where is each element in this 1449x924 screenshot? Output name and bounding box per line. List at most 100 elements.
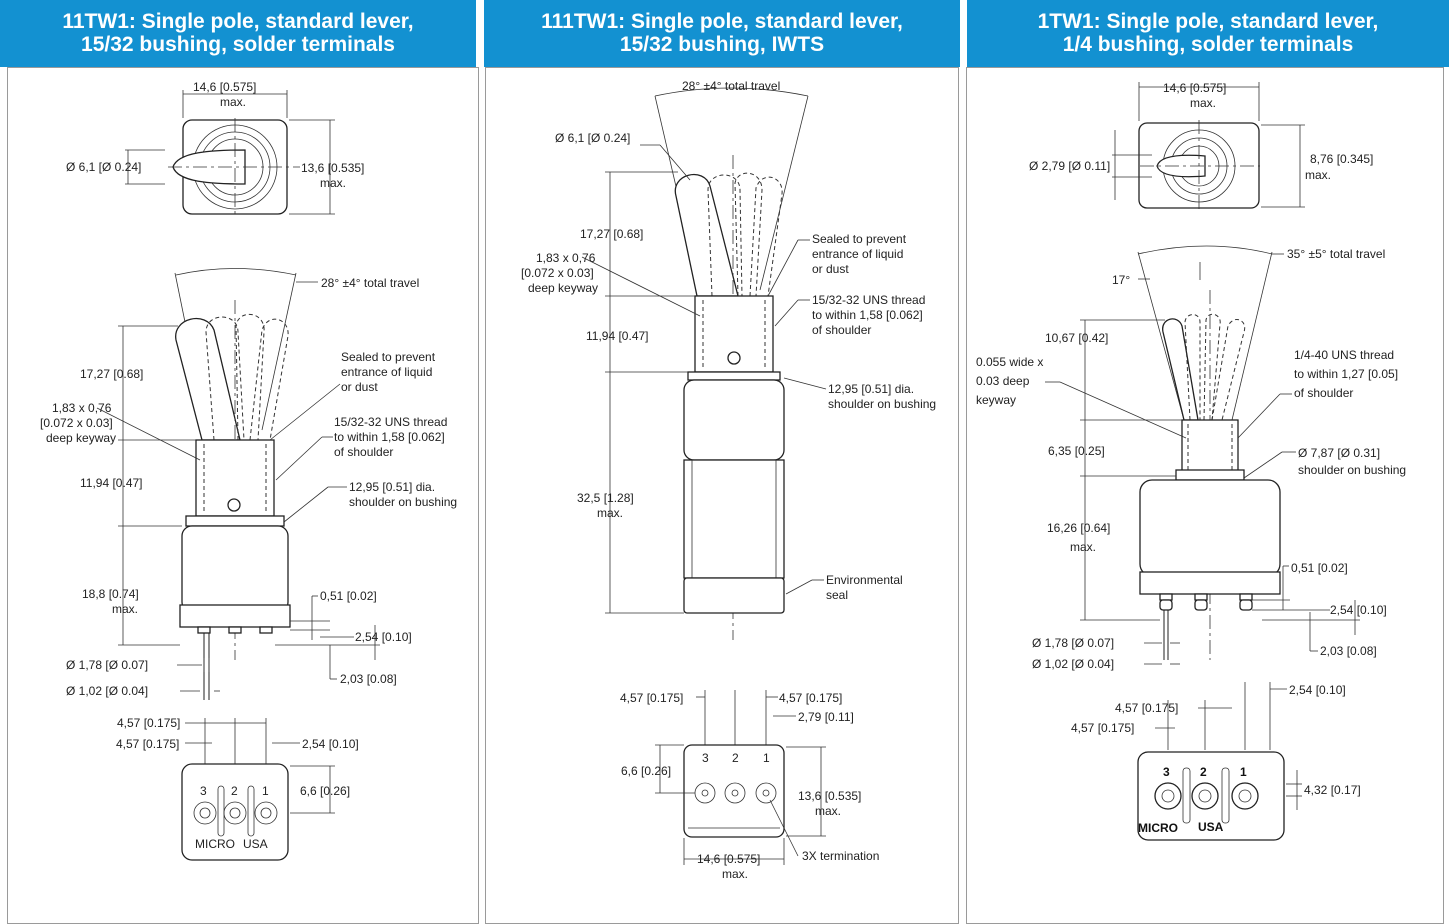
p3-shoulder1: Ø 7,87 [Ø 0.31] (1298, 446, 1380, 460)
p2-thread3: of shoulder (812, 323, 871, 337)
panel-1-header: 11TW1: Single pole, standard lever, 15/3… (0, 0, 476, 67)
p3-d051: 0,51 [0.02] (1291, 561, 1348, 575)
p1-term-h: 6,6 [0.26] (300, 784, 350, 798)
p2-keyway3: deep keyway (528, 281, 598, 295)
p2-body-h: 32,5 [1.28] (577, 491, 634, 505)
p2-term-b: 4,57 [0.175] (779, 691, 842, 705)
p2-lever-len: 17,27 [0.68] (580, 227, 643, 241)
p1-term-a: 4,57 [0.175] (117, 716, 180, 730)
p3-d203: 2,03 [0.08] (1320, 644, 1377, 658)
p3-top-height: 8,76 [0.345] (1310, 152, 1373, 166)
p1-thread1: 15/32-32 UNS thread (334, 415, 447, 429)
p3-term-b: 4,57 [0.175] (1071, 721, 1134, 735)
p1-d254: 2,54 [0.10] (355, 630, 412, 644)
p2-term-a: 4,57 [0.175] (620, 691, 683, 705)
p1-keyway1: 1,83 x 0,76 (52, 401, 112, 415)
p2-sealed2: entrance of liquid (812, 247, 903, 261)
p2-sealed1: Sealed to prevent (812, 232, 907, 246)
panel-1-title-line1: 11TW1: Single pole, standard lever, (62, 10, 414, 33)
panel-1-side-view: 28° ±4° total travel 17,27 [0.68] (40, 268, 457, 700)
p2-keyway1: 1,83 x 0,76 (536, 251, 596, 265)
p1-lever-dia: Ø 6,1 [Ø 0.24] (66, 160, 141, 174)
p2-term-v: 13,6 [0.535] (798, 789, 861, 803)
p1-d051: 0,51 [0.02] (320, 589, 377, 603)
panel-3-side-view: 35° ±5° total travel 17° (976, 245, 1406, 671)
p1-t2: 2 (231, 784, 238, 798)
p2-termination: 3X termination (802, 849, 879, 863)
p2-sealed3: or dust (812, 262, 849, 276)
p3-top-height-max: max. (1305, 168, 1331, 182)
p3-bushing: 6,35 [0.25] (1048, 444, 1105, 458)
panel-1-terminal-view: 4,57 [0.175] 4,57 [0.175] 2,54 [0.10] 3 … (116, 716, 359, 861)
p2-term-w-max: max. (722, 867, 748, 881)
p2-bushing: 11,94 [0.47] (586, 329, 649, 343)
p1-shoulder1: 12,95 [0.51] dia. (349, 480, 435, 494)
p3-keyway1: 0.055 wide x (976, 355, 1043, 369)
p3-lever-len: 10,67 [0.42] (1045, 331, 1108, 345)
p2-env2: seal (826, 588, 848, 602)
p1-sealed3: or dust (341, 380, 378, 394)
p1-sealed2: entrance of liquid (341, 365, 432, 379)
p1-shoulder2: shoulder on bushing (349, 495, 457, 509)
panel-1-top-view: 14,6 [0.575] max. Ø 6,1 [Ø 0.24] 13,6 [0… (66, 80, 364, 216)
p3-d254: 2,54 [0.10] (1330, 603, 1387, 617)
p2-shoulder1: 12,95 [0.51] dia. (828, 382, 914, 396)
p1-term-c: 2,54 [0.10] (302, 737, 359, 751)
p3-thread1: 1/4-40 UNS thread (1294, 348, 1394, 362)
p2-thread1: 15/32-32 UNS thread (812, 293, 925, 307)
p2-keyway2: [0.072 x 0.03] (521, 266, 594, 280)
panel-1-title-line2: 15/32 bushing, solder terminals (81, 33, 395, 56)
p2-term-h: 6,6 [0.26] (621, 764, 671, 778)
panel-2-terminal-view: 4,57 [0.175] 4,57 [0.175] 2,79 [0.11] 3 … (620, 690, 879, 881)
p1-t3: 3 (200, 784, 207, 798)
p2-term-w: 14,6 [0.575] (697, 852, 760, 866)
p3-lever-dia: Ø 2,79 [Ø 0.11] (1029, 159, 1110, 173)
p1-thread3: of shoulder (334, 445, 393, 459)
p3-top-width-max: max. (1190, 96, 1216, 110)
panel-3-header: 1TW1: Single pole, standard lever, 1/4 b… (967, 0, 1449, 67)
p1-term-b: 4,57 [0.175] (116, 737, 179, 751)
p2-thread2: to within 1,58 [0.062] (812, 308, 923, 322)
p2-body-h-max: max. (597, 506, 623, 520)
p1-bushing: 11,94 [0.47] (80, 476, 143, 490)
p1-top-width: 14,6 [0.575] (193, 80, 256, 94)
panel-3-title-line1: 1TW1: Single pole, standard lever, (1037, 10, 1379, 33)
p1-d102: Ø 1,02 [Ø 0.04] (66, 684, 148, 698)
p2-t2: 2 (732, 751, 739, 765)
p1-body-h: 18,8 [0.74] (82, 587, 139, 601)
p1-d178: Ø 1,78 [Ø 0.07] (66, 658, 148, 672)
p3-t1: 1 (1240, 765, 1247, 779)
p3-keyway3: keyway (976, 393, 1016, 407)
p3-thread2: to within 1,27 [0.05] (1294, 367, 1398, 381)
p3-thread3: of shoulder (1294, 386, 1353, 400)
panel-2-title-line2: 15/32 bushing, IWTS (619, 33, 825, 56)
p3-top-width: 14,6 [0.575] (1163, 81, 1226, 95)
panel-3-title-line2: 1/4 bushing, solder terminals (1062, 33, 1354, 56)
p3-body-h: 16,26 [0.64] (1047, 521, 1110, 535)
p3-d178: Ø 1,78 [Ø 0.07] (1032, 636, 1114, 650)
p3-term-h: 4,32 [0.17] (1304, 783, 1361, 797)
p1-country: USA (243, 837, 268, 851)
p2-env1: Environmental (826, 573, 903, 587)
p2-t3: 3 (702, 751, 709, 765)
p2-term-v-max: max. (815, 804, 841, 818)
p1-keyway2: [0.072 x 0.03] (40, 416, 113, 430)
panel-2-side-view: 28° ±4° total travel Ø 6,1 [Ø 0.24] (521, 79, 936, 640)
p1-brand: MICRO (195, 837, 235, 851)
p3-t3: 3 (1163, 765, 1170, 779)
p2-travel: 28° ±4° total travel (682, 79, 780, 93)
p3-body-h-max: max. (1070, 540, 1096, 554)
p3-term-c: 2,54 [0.10] (1289, 683, 1346, 697)
p1-top-width-max: max. (220, 95, 246, 109)
p3-keyway2: 0.03 deep (976, 374, 1030, 388)
p2-shoulder2: shoulder on bushing (828, 397, 936, 411)
p2-lever-dia: Ø 6,1 [Ø 0.24] (555, 131, 630, 145)
p2-t1: 1 (763, 751, 770, 765)
p1-thread2: to within 1,58 [0.062] (334, 430, 445, 444)
p1-lever-len: 17,27 [0.68] (80, 367, 143, 381)
p1-t1: 1 (262, 784, 269, 798)
p1-sealed1: Sealed to prevent (341, 350, 436, 364)
p3-brand: MICRO (1138, 821, 1178, 835)
p1-top-height: 13,6 [0.535] (301, 161, 364, 175)
